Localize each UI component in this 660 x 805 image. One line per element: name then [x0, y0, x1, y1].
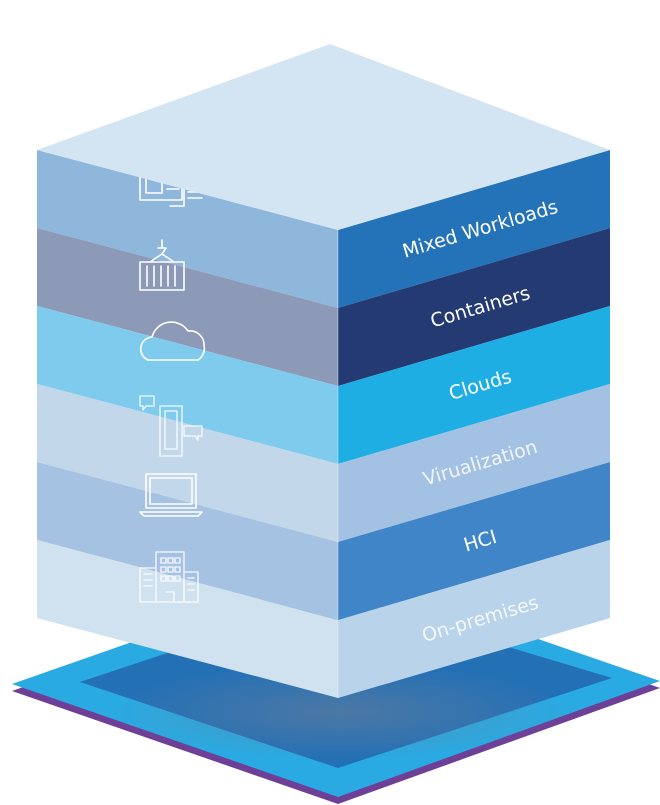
- layer-right-face: [338, 384, 610, 542]
- layer-virualization: Virualization: [37, 384, 610, 542]
- office-building-icon: [139, 551, 199, 603]
- cube-shadow: [110, 664, 570, 760]
- layer-left-face: [37, 306, 338, 464]
- layer-left-face: [37, 384, 338, 542]
- layer-stack: Mixed WorkloadsContainersCloudsVirualiza…: [37, 150, 610, 698]
- cube-top-face: [37, 44, 610, 230]
- layer-left-face: [37, 150, 338, 308]
- layer-containers: Containers: [37, 228, 610, 386]
- layer-right-face: [338, 150, 610, 308]
- layer-right-face: [338, 462, 610, 620]
- layer-on-premises: On-premises: [37, 540, 610, 698]
- top-face-label: Platform: [436, 18, 502, 52]
- shipping-container-icon: [139, 239, 185, 291]
- cloud-icon: [139, 321, 206, 361]
- layer-clouds: Clouds: [37, 306, 610, 464]
- layer-left-face: [37, 228, 338, 386]
- mobile-device-icon: [139, 395, 203, 457]
- layer-right-face: [338, 228, 610, 386]
- laptop-icon: [139, 473, 203, 517]
- layer-right-face: [338, 306, 610, 464]
- layer-left-face: [37, 540, 338, 698]
- layer-right-face: [338, 540, 610, 698]
- layer-hci: HCI: [37, 462, 610, 620]
- layer-left-face: [37, 462, 338, 620]
